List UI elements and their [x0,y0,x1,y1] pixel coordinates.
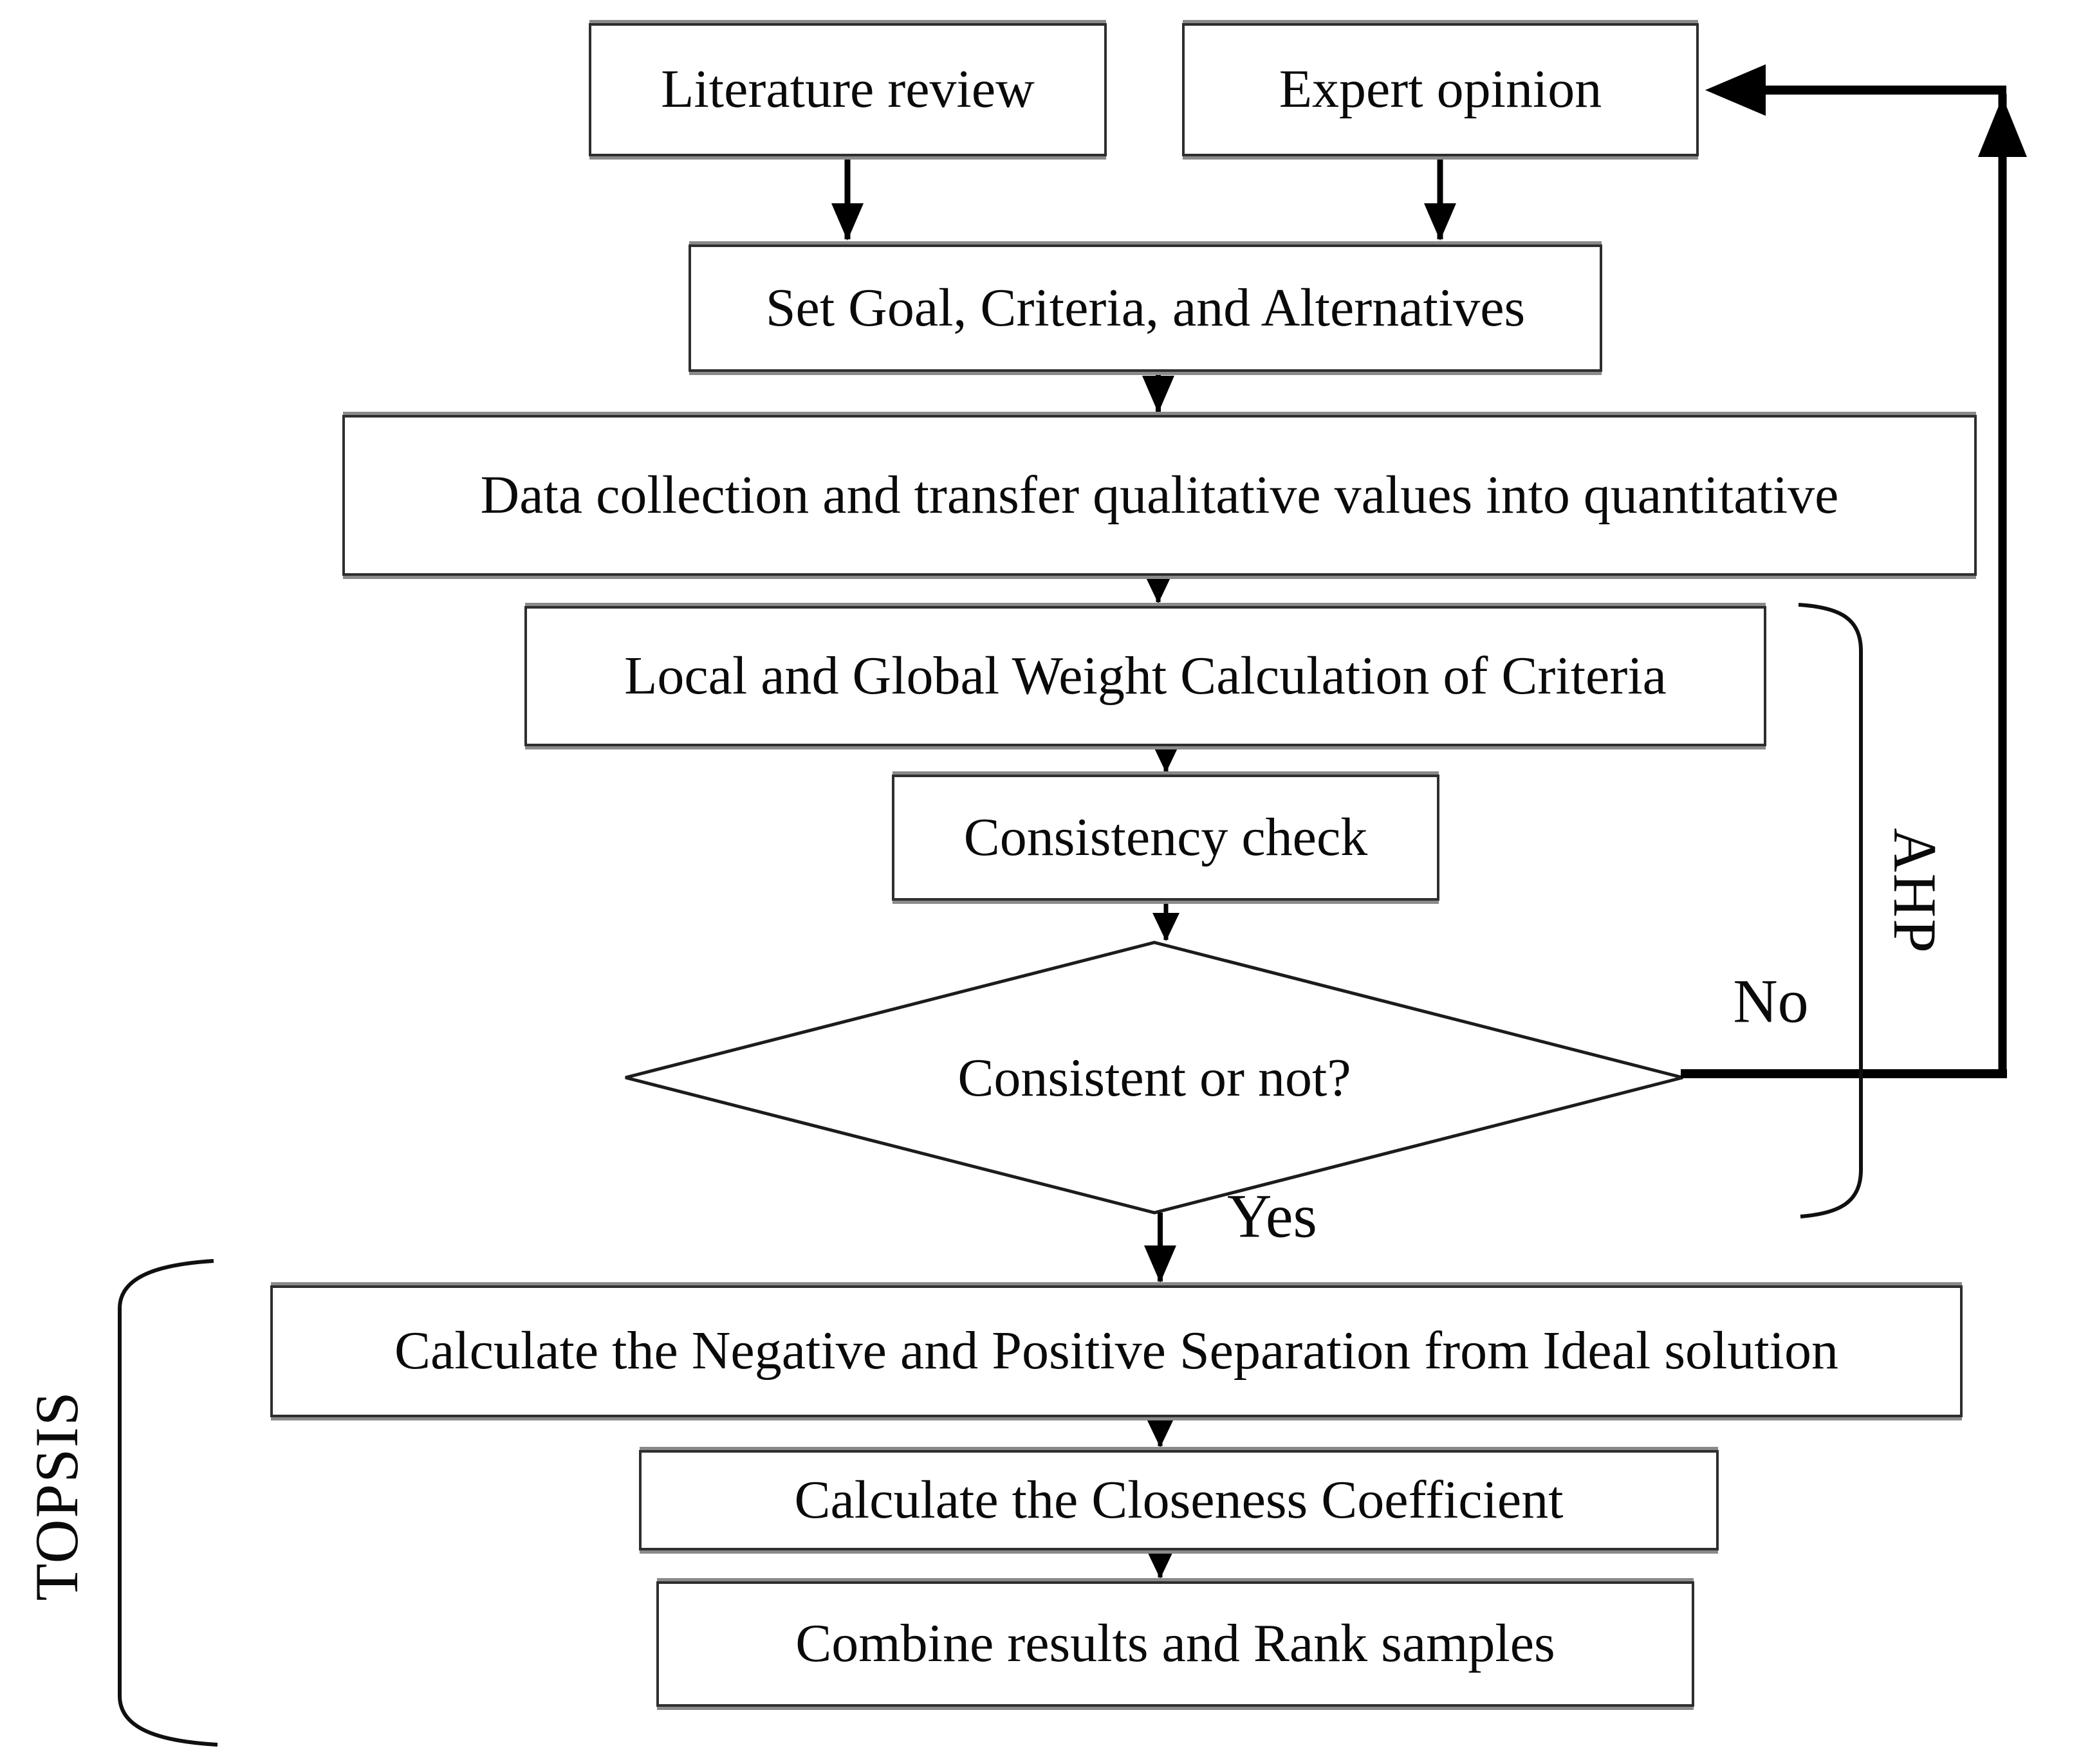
group-label-ahp: AHP [1881,827,1949,955]
node-literature-review: Literature review [589,23,1107,156]
node-weight-calculation: Local and Global Weight Calculation of C… [524,606,1766,746]
edge-label-yes: Yes [1227,1181,1317,1251]
ahp-bracket [1798,603,1863,1218]
feedback-arrowhead-into-expert [1705,64,1766,116]
decision-diamond-shape [625,941,1683,1215]
node-consistency-check: Consistency check [892,775,1439,901]
topsis-bracket [118,1259,218,1747]
node-data-collection: Data collection and transfer qualitative… [342,415,1977,576]
node-decision-label: Consistent or not? [957,1047,1351,1108]
node-set-goal: Set Goal, Criteria, and Alternatives [689,244,1602,372]
node-expert-opinion: Expert opinion [1182,23,1699,156]
edge-label-no: No [1733,966,1809,1036]
feedback-arrowhead-up [1978,96,2027,157]
node-combine-rank: Combine results and Rank samples [656,1581,1694,1707]
group-label-topsis: TOPSIS [23,1390,91,1601]
node-closeness-coefficient: Calculate the Closeness Coefficient [639,1450,1719,1550]
node-calculate-separation: Calculate the Negative and Positive Sepa… [270,1285,1963,1417]
